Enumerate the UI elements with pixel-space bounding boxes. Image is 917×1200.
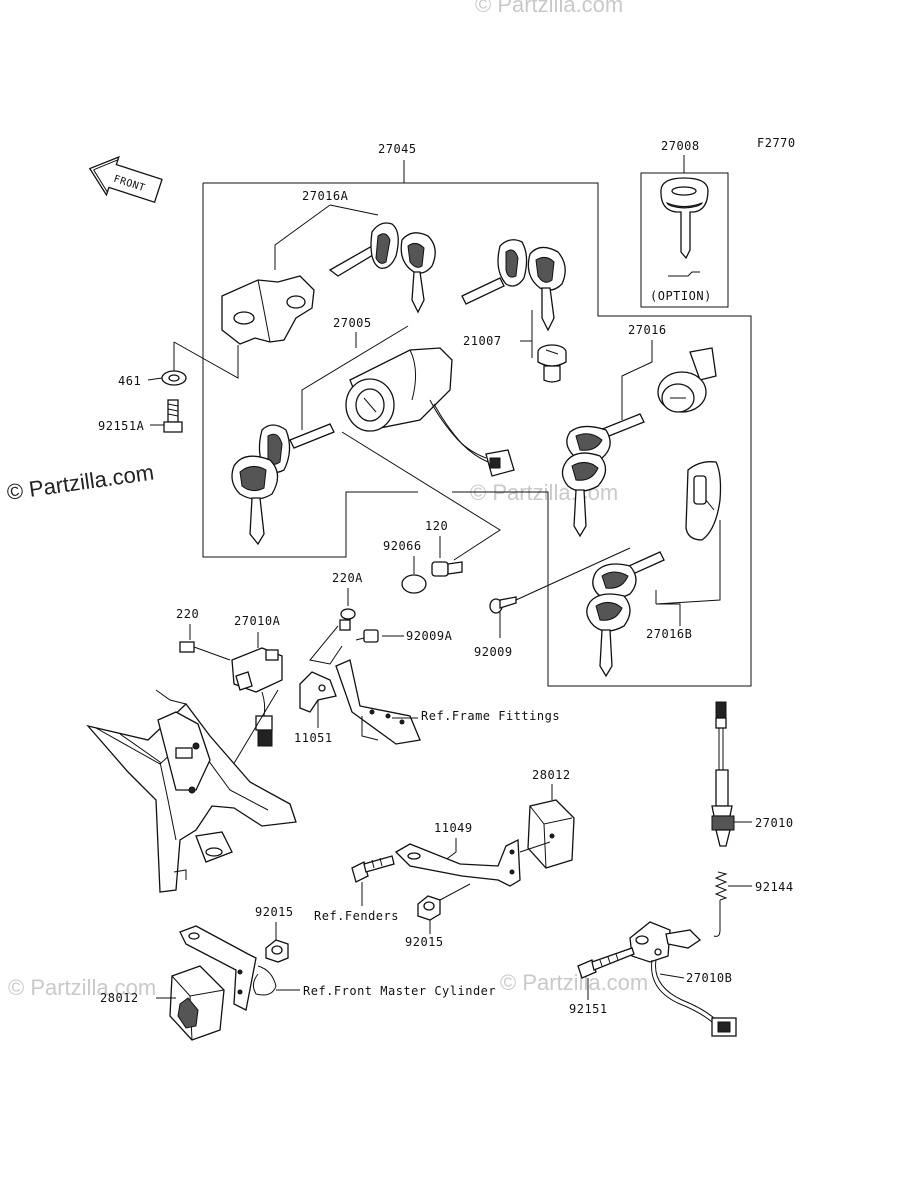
bolt-220-icon (179, 641, 231, 661)
part-label-27008: 27008 (661, 139, 700, 153)
watermark-faint-top: © Partzilla.com (475, 0, 623, 17)
part-label-92144: 92144 (755, 880, 794, 894)
part-label-28012-left: 28012 (100, 991, 139, 1005)
keys-27016B-icon (586, 551, 665, 678)
keys-27016-icon (561, 413, 645, 538)
part-label-21007: 21007 (463, 334, 502, 348)
keys-27005-icon (231, 423, 335, 546)
seat-lock-27016A-icon (221, 275, 315, 345)
nut-92015-top-icon (265, 939, 289, 963)
keys-27016A-icon (328, 222, 436, 314)
key-cut-icon (668, 271, 700, 277)
bracket-11049-icon (394, 838, 551, 887)
part-label-220A: 220A (332, 571, 363, 585)
part-label-27045: 27045 (378, 142, 417, 156)
watermark-main: © Partzilla.com (5, 460, 155, 505)
ref-fenders: Ref.Fenders (314, 909, 399, 923)
key-27008-icon (660, 177, 709, 260)
figure-code: F2770 (757, 136, 796, 150)
ref-frame-fittings: Ref.Frame Fittings (421, 709, 560, 723)
part-label-92009A: 92009A (406, 629, 453, 643)
ignition-switch-27005-icon (345, 347, 515, 477)
bracket-11051-icon (299, 671, 337, 713)
part-label-28012-right: 28012 (532, 768, 571, 782)
watermark-faint-right: © Partzilla.com (500, 970, 648, 995)
part-label-92015-mid: 92015 (405, 935, 444, 949)
part-label-27010B: 27010B (686, 971, 732, 985)
switch-27010B-icon (629, 921, 737, 1037)
plug-92066-icon (401, 574, 427, 594)
part-label-92009: 92009 (474, 645, 513, 659)
pad-28012-right-icon (527, 799, 575, 869)
lock-cylinder-27016-icon (657, 347, 717, 413)
part-label-220: 220 (176, 607, 199, 621)
switch-27010A-icon (231, 647, 283, 747)
nut-92015-mid-icon (417, 895, 441, 921)
front-arrow-icon: FRONT (88, 155, 163, 204)
part-label-27016A: 27016A (302, 189, 349, 203)
bracket-master-cylinder-icon (179, 925, 277, 1011)
frame-section-icon (86, 689, 297, 893)
watermark-faint-left: © Partzilla.com (8, 975, 156, 1000)
part-label-11049: 11049 (434, 821, 473, 835)
switch-27010-icon (711, 701, 735, 847)
bolt-92151A-icon (163, 399, 183, 433)
part-label-27010A: 27010A (234, 614, 281, 628)
clip-461-icon (161, 370, 187, 386)
screw-92009-icon (489, 596, 517, 614)
spring-92144-icon (713, 871, 728, 937)
part-label-27010: 27010 (755, 816, 794, 830)
ref-front-master-cylinder: Ref.Front Master Cylinder (303, 984, 496, 998)
part-label-27016B: 27016B (646, 627, 692, 641)
part-label-27005: 27005 (333, 316, 372, 330)
screw-120-icon (431, 561, 463, 577)
part-label-92151A: 92151A (98, 419, 145, 433)
lock-27016B-icon (685, 461, 722, 541)
pad-28012-left-icon (169, 965, 225, 1041)
part-label-11051: 11051 (294, 731, 333, 745)
keys-top-middle-icon (461, 239, 566, 332)
part-label-92151: 92151 (569, 1002, 608, 1016)
screw-92009A-icon (355, 629, 379, 643)
bolt-92151-icon (577, 947, 635, 979)
part-label-92066: 92066 (383, 539, 422, 553)
cap-21007-icon (537, 344, 567, 383)
set-27045-outline (202, 160, 752, 687)
option-label: (OPTION) (650, 289, 712, 303)
part-label-461: 461 (118, 374, 141, 388)
frame-fitting-bracket-icon (335, 659, 421, 745)
part-label-27016: 27016 (628, 323, 667, 337)
washer-220A-icon (339, 608, 356, 631)
part-label-120: 120 (425, 519, 448, 533)
part-label-92015-top: 92015 (255, 905, 294, 919)
bolt-fenders-icon (351, 855, 395, 883)
